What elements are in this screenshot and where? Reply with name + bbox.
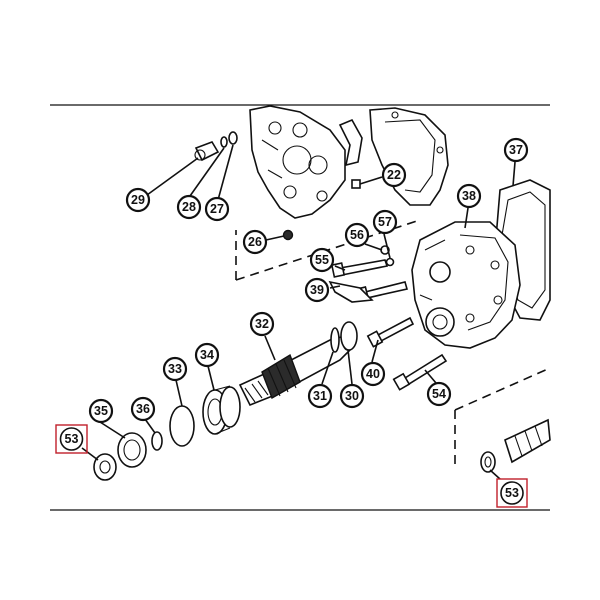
callout-30-label: 30: [345, 389, 359, 403]
leader-30: [347, 349, 353, 385]
leader-35: [99, 421, 126, 439]
snap-ring-31: [330, 327, 340, 353]
callout-36-label: 36: [136, 402, 150, 416]
leader-34: [207, 365, 215, 391]
callout-40-label: 40: [366, 367, 380, 381]
leader-57: [383, 233, 391, 259]
leader-37: [512, 161, 516, 187]
snap-ring-33: [169, 405, 195, 447]
callout-27-label: 27: [210, 202, 224, 216]
callout-40: 40: [360, 361, 386, 387]
plug-29: [194, 141, 220, 162]
callout-28: 28: [176, 194, 202, 220]
highlighted-callout-53-right-label: 53: [505, 486, 519, 500]
callout-36: 36: [130, 396, 156, 422]
callout-54: 54: [426, 381, 452, 407]
callout-37-label: 37: [509, 143, 523, 157]
callout-56: 56: [344, 222, 370, 248]
highlighted-callout-53-left-label: 53: [65, 432, 79, 446]
callout-35: 35: [88, 398, 114, 424]
callout-26: 26: [242, 229, 268, 255]
leader-27: [217, 144, 234, 201]
callout-32-label: 32: [255, 317, 269, 331]
callout-22-label: 22: [387, 168, 401, 182]
top-cover-part: [369, 107, 449, 206]
callout-37: 37: [503, 137, 529, 163]
bolt-54: [392, 353, 448, 391]
callout-35-label: 35: [94, 404, 108, 418]
nut-22: [351, 179, 361, 189]
leader-53-right: [489, 469, 501, 480]
callout-31-label: 31: [313, 389, 327, 403]
leader-54: [424, 369, 437, 384]
leader-53-left: [81, 447, 99, 461]
highlighted-callout-53-left[interactable]: 53: [55, 424, 88, 454]
leader-32: [264, 335, 276, 361]
leader-29: [146, 157, 199, 196]
callout-22: 22: [381, 162, 407, 188]
leader-31: [321, 351, 334, 385]
bracket-39: [328, 280, 374, 303]
callout-54-label: 54: [432, 387, 446, 401]
leader-33: [175, 379, 183, 407]
dashed-assembly-line-right: [454, 367, 551, 470]
bolt-40: [366, 316, 415, 348]
front-housing-part: [249, 105, 346, 219]
leader-26: [265, 235, 285, 241]
callout-32: 32: [249, 311, 275, 337]
callout-33: 33: [162, 356, 188, 382]
callout-39: 39: [304, 277, 330, 303]
oring-27: [228, 131, 238, 145]
plug-26: [282, 229, 294, 241]
leader-36: [144, 418, 156, 434]
seal-53-left: [93, 453, 117, 481]
callout-55-label: 55: [315, 253, 329, 267]
oring-30: [340, 321, 358, 351]
leader-28: [189, 147, 225, 197]
callout-28-label: 28: [182, 200, 196, 214]
leader-56: [364, 243, 383, 251]
callout-38: 38: [456, 183, 482, 209]
seal-53-right: [480, 451, 496, 473]
center-housing-part: [411, 221, 521, 349]
leader-38: [464, 207, 469, 229]
callout-34: 34: [194, 342, 220, 368]
callout-33-label: 33: [168, 362, 182, 376]
output-shaft: [504, 418, 551, 464]
seal-35: [117, 432, 147, 468]
callout-39-label: 39: [310, 283, 324, 297]
callout-57: 57: [372, 209, 398, 235]
callout-31: 31: [307, 383, 333, 409]
callout-26-label: 26: [248, 235, 262, 249]
callout-30: 30: [339, 383, 365, 409]
highlighted-callout-53-right[interactable]: 53: [496, 478, 528, 508]
snap-ring-36: [151, 431, 163, 451]
small-bracket-part: [338, 118, 363, 167]
washer-57: [385, 257, 395, 267]
oring-28: [220, 136, 228, 148]
leader-40: [371, 339, 379, 363]
leader-39: [329, 285, 341, 289]
callout-27: 27: [204, 196, 230, 222]
callout-56-label: 56: [350, 228, 364, 242]
callout-38-label: 38: [462, 189, 476, 203]
leader-55: [334, 265, 346, 271]
bearing-34: [202, 385, 241, 435]
callout-34-label: 34: [200, 348, 214, 362]
leader-22: [359, 176, 383, 185]
callout-29-label: 29: [131, 193, 145, 207]
callout-55: 55: [309, 247, 335, 273]
callout-57-label: 57: [378, 215, 392, 229]
callout-29: 29: [125, 187, 151, 213]
